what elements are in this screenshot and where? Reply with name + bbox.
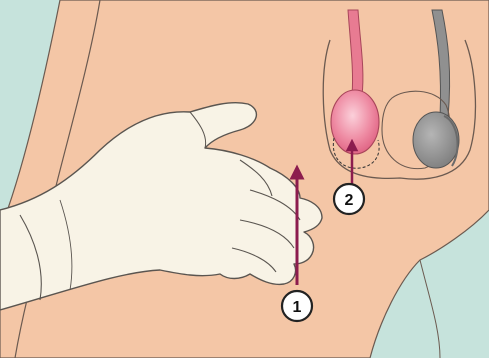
- callout-1-label: 1: [293, 299, 302, 316]
- testis-right: [413, 112, 459, 168]
- callout-2: 2: [334, 184, 364, 214]
- testis-left: [331, 90, 379, 154]
- callout-1: 1: [282, 291, 312, 321]
- callout-2-label: 2: [345, 192, 354, 209]
